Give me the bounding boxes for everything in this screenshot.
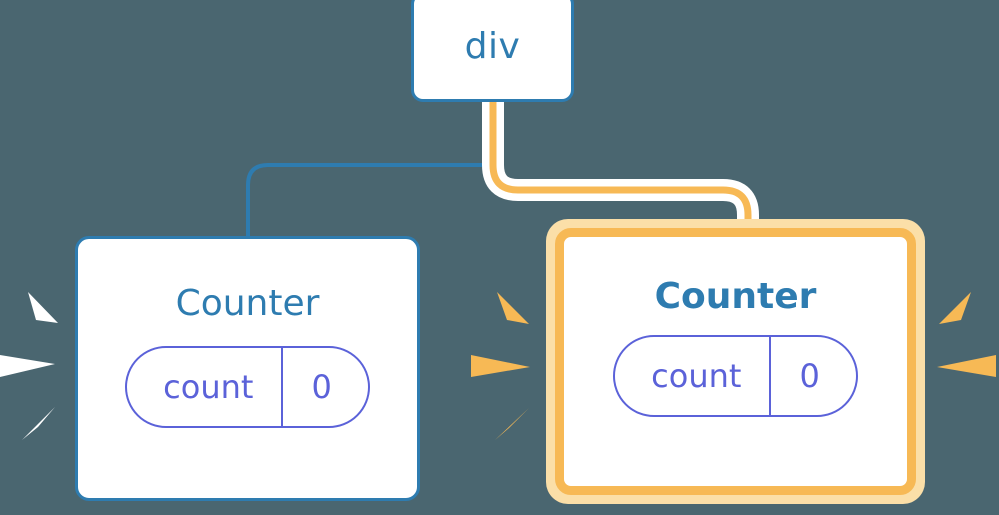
sparkle-group-orange-middle bbox=[467, 280, 537, 445]
state-key-label: count bbox=[651, 357, 742, 395]
node-counter-left[interactable]: Counter count 0 bbox=[75, 236, 420, 501]
state-value-label: 0 bbox=[799, 357, 820, 395]
sparkle-group-white-left bbox=[0, 285, 64, 445]
state-pill-right[interactable]: count 0 bbox=[613, 335, 858, 417]
state-pill-right-key-cell: count bbox=[615, 337, 769, 415]
state-pill-wrapper-right: count 0 bbox=[613, 335, 858, 417]
edge-root-to-counter-left bbox=[246, 102, 495, 238]
state-pill-wrapper-left: count 0 bbox=[125, 346, 370, 428]
state-pill-right-value-cell: 0 bbox=[769, 337, 855, 415]
node-div[interactable]: div bbox=[411, 0, 574, 102]
sparkle-ray-icon bbox=[497, 292, 529, 324]
sparkle-ray-icon bbox=[28, 292, 58, 323]
node-counter-right-inner: Counter count 0 bbox=[555, 228, 916, 495]
sparkle-ray-icon bbox=[22, 407, 55, 440]
state-pill-left-value-cell: 0 bbox=[281, 348, 367, 426]
sparkle-ray-icon bbox=[495, 408, 529, 440]
sparkle-ray-icon bbox=[937, 408, 969, 440]
sparkle-ray-icon bbox=[471, 355, 530, 377]
sparkle-group-orange-right bbox=[936, 280, 999, 445]
sparkle-ray-icon bbox=[939, 292, 971, 324]
sparkle-ray-icon bbox=[0, 355, 55, 377]
node-div-label: div bbox=[464, 26, 521, 67]
node-counter-right[interactable]: Counter count 0 bbox=[546, 219, 925, 504]
node-counter-left-label: Counter bbox=[175, 283, 320, 324]
sparkle-ray-icon bbox=[937, 355, 996, 377]
state-key-label: count bbox=[163, 368, 254, 406]
state-pill-left[interactable]: count 0 bbox=[125, 346, 370, 428]
state-pill-left-key-cell: count bbox=[127, 348, 281, 426]
state-value-label: 0 bbox=[311, 368, 332, 406]
node-counter-right-label: Counter bbox=[654, 276, 817, 317]
